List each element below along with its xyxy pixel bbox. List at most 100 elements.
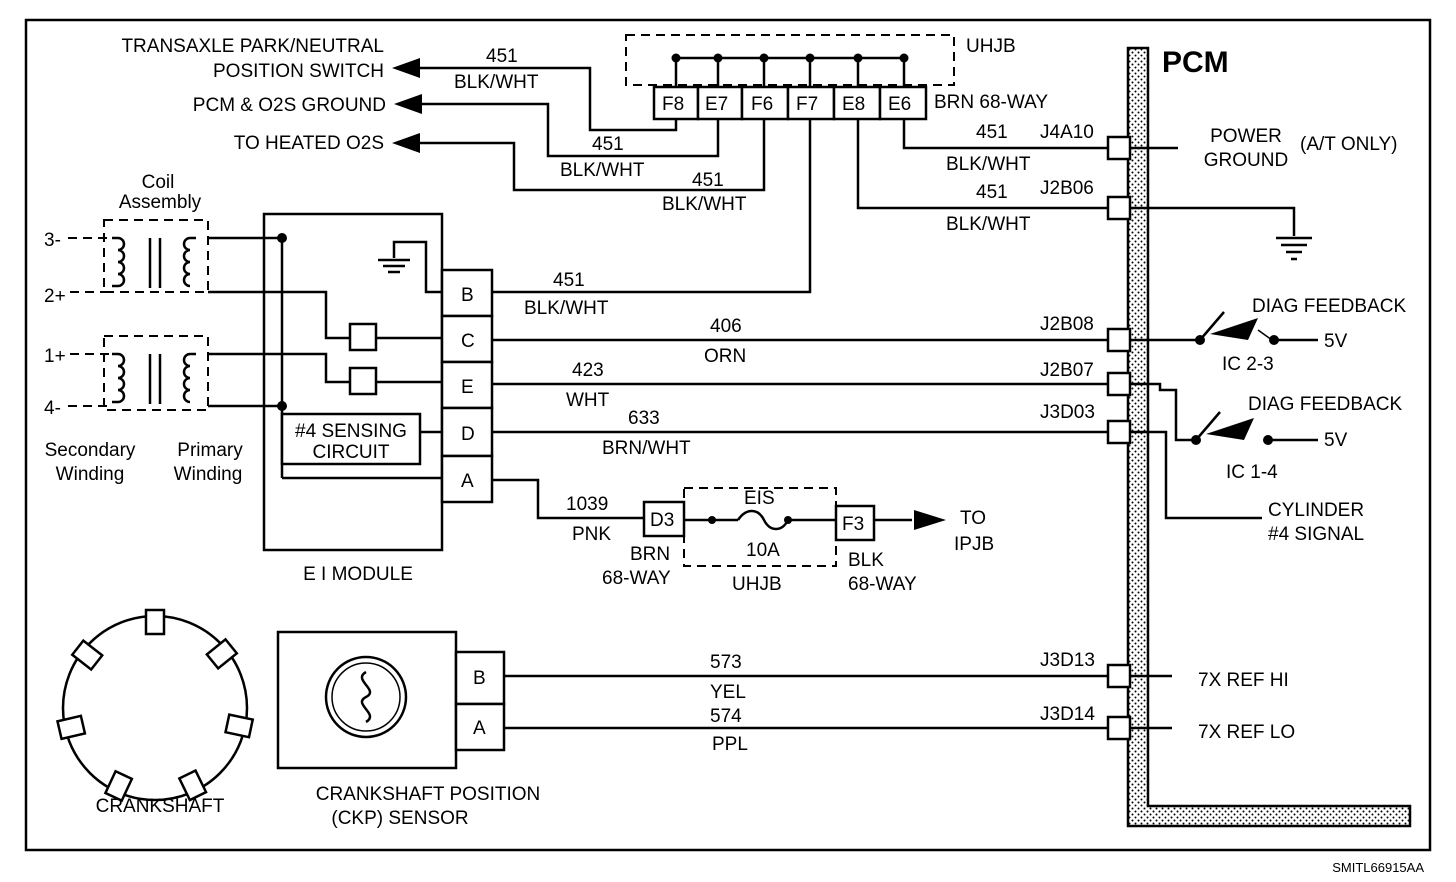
fuse-name: EIS [744, 488, 775, 509]
wire-574-color: PPL [712, 734, 748, 755]
diagram-border [24, 18, 1432, 852]
to-ipjb-2: IPJB [954, 534, 994, 555]
arrow-pcm-o2s-ground [394, 94, 422, 114]
ckp-sensor: B A CRANKSHAFT POSITION (CKP) SENSOR 573… [276, 630, 1295, 829]
coil-terminal-1: 1+ [44, 346, 66, 367]
brn-label-1: BRN [630, 544, 670, 565]
wire-451-color-b: BLK/WHT [560, 160, 645, 181]
cylinder-4-label-1: CYLINDER [1268, 500, 1364, 521]
primary-label-1: Primary [177, 440, 243, 461]
uhjb-fuse: 1039 PNK D3 EIS 10A UHJB F3 TO IPJB BRN … [492, 478, 994, 595]
coil-terminal-2: 2+ [44, 286, 66, 307]
arrow-park-neutral [392, 58, 420, 78]
fuse-rating: 10A [746, 540, 780, 561]
wire-451-label-c: 451 [692, 170, 724, 191]
wire-451-label-a: 451 [486, 46, 518, 67]
pcm-pin-j2b08: J2B08 [1040, 314, 1094, 335]
ei-pin-b: B [461, 285, 474, 306]
pcm-pin-j2b07: J2B07 [1040, 360, 1094, 381]
coil-terminal-3: 3- [44, 230, 61, 251]
uhjb-pin-e6: E6 [888, 94, 911, 115]
fuse-element [736, 509, 790, 531]
pcm-pin-j3d14: J3D14 [1040, 704, 1095, 725]
uhjb-top-label: UHJB [966, 36, 1016, 57]
ckp-sensor-box [276, 630, 458, 770]
ic-23-label: IC 2-3 [1222, 354, 1274, 375]
ei-pin-e: E [461, 377, 474, 398]
power-ground-wiring: 451 BLK/WHT J4A10 POWER GROUND (A/T ONLY… [856, 119, 1397, 261]
dest-heated-o2s: TO HEATED O2S [234, 133, 384, 154]
wire-573-color: YEL [710, 682, 746, 703]
diag-feedback-2: DIAG FEEDBACK [1248, 394, 1402, 415]
fuse-pin-d3: D3 [650, 510, 674, 531]
pcm-title: PCM [1162, 46, 1229, 79]
pcm-body [1126, 46, 1412, 828]
uhjb-top-connector: UHJB F8 E7 F6 F7 E8 E6 BRN 68-WAY [625, 34, 1048, 121]
volt-1: 5V [1324, 331, 1348, 352]
ground-symbol-ei [378, 258, 410, 274]
wire-423-label: 423 [572, 360, 604, 381]
figure-id: SMITL66915AA [1332, 860, 1424, 875]
coil-title-1: Coil [142, 172, 175, 193]
uhjb-pin-e7: E7 [705, 94, 728, 115]
wire-451-color-a: BLK/WHT [454, 72, 539, 93]
ei-pcm-wiring: 451 BLK/WHT 406 ORN J2B08 423 WHT J2B07 … [492, 119, 1132, 459]
wire-573-label: 573 [710, 652, 742, 673]
ckp-label-2: (CKP) SENSOR [331, 808, 468, 829]
wire-633-label: 633 [628, 408, 660, 429]
wire-451-color-c: BLK/WHT [662, 194, 747, 215]
dest-park-neutral-1: TRANSAXLE PARK/NEUTRAL [121, 36, 384, 57]
ground-symbol-pcm [1276, 236, 1312, 261]
driver-2 [348, 366, 378, 396]
coil-upper-box [103, 219, 209, 293]
wire-406-label: 406 [710, 316, 742, 337]
uhjb-top-dashed-box [625, 34, 955, 86]
brn-label-2: 68-WAY [602, 568, 671, 589]
at-only-label: (A/T ONLY) [1300, 134, 1397, 155]
primary-label-2: Winding [174, 464, 243, 485]
wire-451-color-e: BLK/WHT [946, 214, 1031, 235]
blk-label-2: 68-WAY [848, 574, 917, 595]
uhjb-pin-f6: F6 [751, 94, 773, 115]
wire-451-label-f: 451 [553, 270, 585, 291]
pcm-internal-circuits: DIAG FEEDBACK 5V IC 2-3 DIAG FEEDBACK 5V… [1130, 296, 1406, 545]
volt-2: 5V [1324, 430, 1348, 451]
pcm-pin-j4a10: J4A10 [1040, 122, 1094, 143]
uhjb-pin-f7: F7 [796, 94, 818, 115]
ref-hi-label: 7X REF HI [1198, 670, 1289, 691]
uhjb-fuse-dashed-box [683, 487, 837, 567]
wire-574-label: 574 [710, 706, 742, 727]
fuse-uhjb-label: UHJB [732, 574, 782, 595]
pcm-pin-j2b06: J2B06 [1040, 178, 1094, 199]
blk-label-1: BLK [848, 550, 884, 571]
pcm: PCM [1126, 46, 1412, 828]
driver-1 [348, 322, 378, 352]
secondary-label-2: Winding [56, 464, 125, 485]
arrow-to-ipjb [914, 510, 946, 530]
dest-park-neutral-2: POSITION SWITCH [213, 61, 384, 82]
ei-pin-c: C [461, 331, 475, 352]
ckp-pin-a: A [473, 718, 486, 739]
uhjb-pin-f8: F8 [662, 94, 684, 115]
coil-lower-box [103, 335, 209, 411]
crankshaft-label: CRANKSHAFT [96, 796, 225, 817]
power-ground-label-1: POWER [1210, 126, 1282, 147]
sensing-label-2: CIRCUIT [312, 442, 389, 463]
to-ipjb-1: TO [960, 508, 986, 529]
ckp-pin-b: B [473, 668, 486, 689]
crankshaft: CRANKSHAFT [55, 608, 255, 817]
wire-451-label-d: 451 [976, 122, 1008, 143]
uhjb-top-connector-label: BRN 68-WAY [934, 92, 1048, 113]
dest-pcm-o2s-ground: PCM & O2S GROUND [193, 95, 386, 116]
ei-module: E I MODULE B C E D A [208, 212, 494, 585]
wire-1039-color: PNK [572, 524, 611, 545]
wire-406-color: ORN [704, 346, 746, 367]
pcm-pin-j3d03: J3D03 [1040, 402, 1095, 423]
ei-pin-d: D [461, 424, 475, 445]
top-left-wiring: TRANSAXLE PARK/NEUTRAL POSITION SWITCH P… [121, 36, 766, 215]
arrow-heated-o2s [392, 133, 420, 153]
ei-module-label: E I MODULE [303, 564, 413, 585]
ckp-label-1: CRANKSHAFT POSITION [316, 784, 541, 805]
wire-633-color: BRN/WHT [602, 438, 691, 459]
